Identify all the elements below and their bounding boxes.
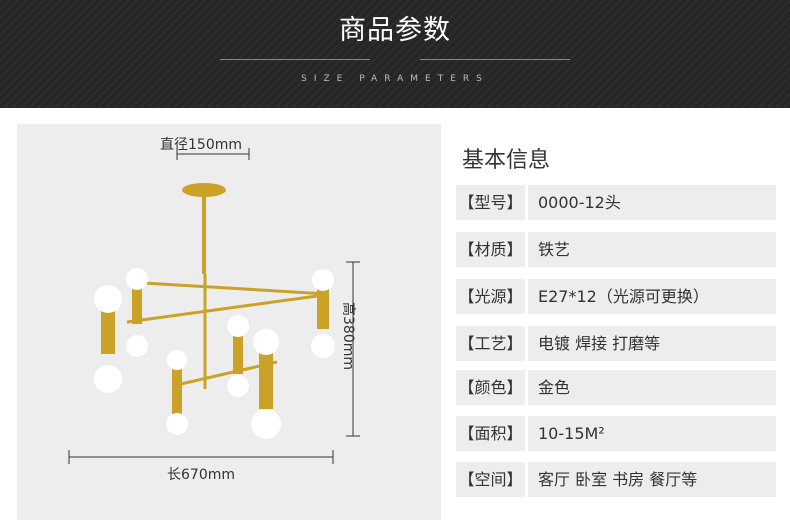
bulb bbox=[251, 409, 281, 439]
spec-row-material: 【材质】 铁艺 bbox=[456, 232, 776, 267]
header-banner: 商品参数 SIZE PARAMETERS bbox=[0, 0, 790, 108]
diameter-label: 直径150mm bbox=[160, 137, 242, 153]
ceiling-canopy bbox=[182, 183, 226, 197]
bulb bbox=[311, 334, 335, 358]
downrod bbox=[202, 196, 206, 274]
spec-row-area: 【面积】 10-15M² bbox=[456, 416, 776, 451]
lamp-holder bbox=[233, 329, 243, 374]
spec-row-color: 【颜色】 金色 bbox=[456, 370, 776, 405]
row-value: 铁艺 bbox=[538, 240, 571, 259]
row-separator bbox=[525, 416, 528, 451]
spec-row-space: 【空间】 客厅 卧室 书房 餐厅等 bbox=[456, 462, 776, 497]
bulb bbox=[253, 329, 279, 355]
divider-right bbox=[420, 59, 570, 60]
lamp-holder bbox=[101, 309, 115, 354]
spec-row-model: 【型号】 0000-12头 bbox=[456, 185, 776, 220]
lamp-holder bbox=[317, 289, 329, 329]
row-separator bbox=[525, 370, 528, 405]
length-label: 长670mm bbox=[167, 467, 235, 483]
row-separator bbox=[525, 326, 528, 361]
row-separator bbox=[525, 232, 528, 267]
row-value: E27*12（光源可更换） bbox=[538, 287, 709, 306]
section-subtitle: SIZE PARAMETERS bbox=[301, 74, 489, 84]
row-label: 【工艺】 bbox=[458, 334, 523, 353]
row-label: 【型号】 bbox=[458, 193, 523, 212]
spec-row-light-source: 【光源】 E27*12（光源可更换） bbox=[456, 279, 776, 314]
row-value: 客厅 卧室 书房 餐厅等 bbox=[538, 470, 698, 489]
row-label: 【空间】 bbox=[458, 470, 523, 489]
bulb bbox=[126, 268, 148, 290]
row-value: 电镀 焊接 打磨等 bbox=[538, 334, 661, 353]
lamp-holder bbox=[259, 349, 273, 409]
bulb bbox=[167, 350, 187, 370]
spec-row-craft: 【工艺】 电镀 焊接 打磨等 bbox=[456, 326, 776, 361]
row-separator bbox=[525, 185, 528, 220]
product-diagram: 直径150mm 长670mm 高380mm bbox=[17, 124, 441, 520]
bulb bbox=[312, 269, 334, 291]
row-value: 金色 bbox=[538, 378, 571, 397]
row-value: 0000-12头 bbox=[538, 193, 621, 212]
bulb bbox=[94, 285, 122, 313]
row-label: 【颜色】 bbox=[458, 378, 523, 397]
row-label: 【光源】 bbox=[458, 287, 523, 306]
bulb bbox=[227, 375, 249, 397]
row-label: 【面积】 bbox=[458, 424, 523, 443]
arm-top bbox=[126, 280, 328, 296]
bulb bbox=[166, 413, 188, 435]
lamp-holder bbox=[132, 286, 142, 324]
row-separator bbox=[525, 279, 528, 314]
chandelier-illustration bbox=[68, 148, 360, 464]
bulb bbox=[94, 365, 122, 393]
divider-left bbox=[220, 59, 370, 60]
arm-middle bbox=[126, 294, 318, 324]
info-title: 基本信息 bbox=[462, 148, 551, 173]
bulb bbox=[227, 315, 249, 337]
bulb bbox=[126, 335, 148, 357]
row-separator bbox=[525, 462, 528, 497]
lamp-holder bbox=[172, 364, 182, 414]
row-value: 10-15M² bbox=[538, 424, 605, 443]
section-title: 商品参数 bbox=[339, 15, 451, 46]
height-label: 高380mm bbox=[340, 302, 356, 370]
row-label: 【材质】 bbox=[458, 240, 523, 259]
